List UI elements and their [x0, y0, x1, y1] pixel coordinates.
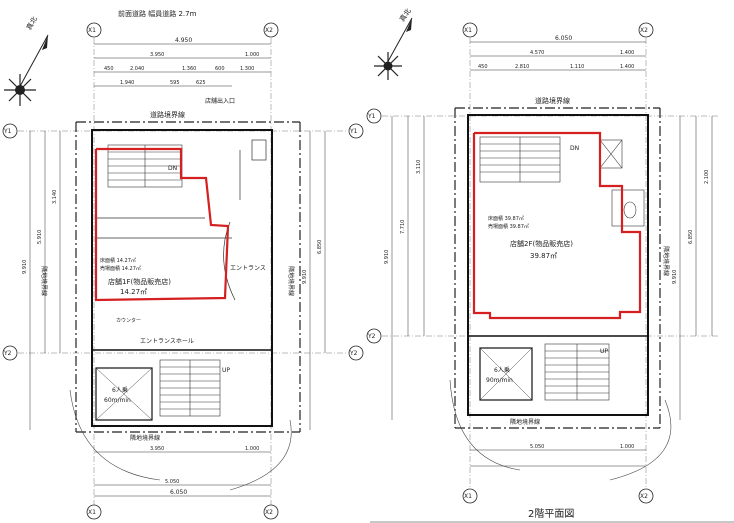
svg-text:5.910: 5.910 [37, 230, 43, 244]
grid-x1-bottom: X1 [88, 509, 96, 516]
svg-text:カウンター: カウンター [116, 317, 141, 324]
svg-text:2.040: 2.040 [130, 66, 144, 72]
svg-text:5.050: 5.050 [165, 479, 179, 485]
floor2-up-label: UP [600, 348, 608, 355]
grid2-x2-bottom: X2 [640, 493, 648, 500]
svg-text:床面積 14.27㎡: 床面積 14.27㎡ [100, 257, 136, 264]
svg-text:3.110: 3.110 [416, 160, 422, 174]
svg-text:7.710: 7.710 [400, 220, 406, 234]
floor1-top-sub-1: 3.950 [150, 52, 164, 58]
svg-text:売場面積 39.87㎡: 売場面積 39.87㎡ [488, 223, 529, 230]
svg-text:1.300: 1.300 [240, 66, 254, 72]
svg-text:1.400: 1.400 [620, 64, 634, 70]
svg-text:3.140: 3.140 [52, 190, 58, 204]
floor1-top-dim: 4.950 [175, 37, 192, 44]
svg-text:1.940: 1.940 [120, 80, 134, 86]
svg-text:625: 625 [196, 80, 206, 86]
floor1-neighbor-boundary: 隣地境界線 [130, 434, 160, 442]
svg-text:床面積 39.87㎡: 床面積 39.87㎡ [488, 215, 524, 222]
floor2-bottom-dim-1: 5.050 [530, 444, 544, 450]
grid-y2-right: Y2 [349, 350, 358, 357]
floor1-shop-outline [94, 147, 230, 302]
floor1-entrance-hall: エントランスホール [140, 338, 194, 345]
floor1-shop-label: 店舗1F(物品販売店) [108, 277, 171, 286]
floor1-shop-area: 14.27㎡ [120, 288, 147, 296]
north-compass-icon-2 [374, 17, 413, 80]
floor1-entrance-label: 店舗出入口 [205, 97, 235, 105]
svg-text:9.910: 9.910 [302, 270, 308, 284]
svg-text:595: 595 [170, 80, 180, 86]
grid-x2-top: X2 [265, 27, 273, 34]
svg-text:6.850: 6.850 [317, 240, 323, 254]
svg-text:450: 450 [104, 66, 114, 72]
floor2-shop-outline [472, 131, 642, 320]
floor2-top-dim: 6.050 [555, 35, 572, 42]
svg-text:2.810: 2.810 [515, 64, 529, 70]
svg-text:9.910: 9.910 [672, 270, 678, 284]
floor1-total-width: 6.050 [170, 489, 187, 496]
floor2-neighbor-boundary: 隣地境界線 [510, 418, 540, 426]
floor2-elevator-speed: 90m/min [486, 377, 513, 384]
floor2-top-sub-1: 4.570 [530, 50, 544, 56]
grid-y1-left: Y1 [3, 128, 12, 135]
floor2-bottom-dim-2: 1.000 [620, 444, 634, 450]
svg-text:6.850: 6.850 [688, 230, 694, 244]
svg-text:1.110: 1.110 [570, 64, 584, 70]
svg-text:9.910: 9.910 [384, 250, 390, 264]
floor1-dn-label: DN [168, 165, 177, 172]
floor2-plan-title: 2階平面図 [528, 508, 574, 520]
grid-y1-right: Y1 [349, 128, 358, 135]
floor2-elevator: 6人乗 90m/min [479, 347, 533, 401]
road-width-label: 前面道路 幅員道路 2.7m [118, 9, 197, 18]
floor2-road-boundary: 道路境界線 [535, 96, 570, 105]
floor2-plan: 真北 X1 X2 X1 X2 Y1 Y2 6.050 4.570 1.400 4… [366, 7, 734, 523]
grid2-x2-top: X2 [640, 27, 648, 34]
svg-text:売場面積 14.27㎡: 売場面積 14.27㎡ [100, 265, 141, 272]
floor1-bottom-dim-2: 1.000 [245, 446, 259, 452]
grid2-x1-top: X1 [464, 27, 472, 34]
floor2-shop-label: 店舗2F(物品販売店) [510, 239, 573, 248]
floor1-up-label: UP [222, 367, 230, 374]
floor1-top-sub-2: 1.000 [245, 52, 259, 58]
floor1-elevator-label: 6人乗 [112, 387, 128, 394]
floor2-top-sub-2: 1.400 [620, 50, 634, 56]
north-compass-icon [4, 34, 49, 106]
floor1-bottom-dim-1: 3.950 [150, 446, 164, 452]
grid2-x1-bottom: X1 [464, 493, 472, 500]
svg-text:2.100: 2.100 [704, 170, 710, 184]
grid2-y2-left: Y2 [367, 333, 376, 340]
grid-x1-top: X1 [88, 27, 96, 34]
grid-x2-bottom: X2 [265, 509, 273, 516]
entrance-label: エントランス [230, 265, 266, 272]
svg-text:隣地境界線: 隣地境界線 [287, 266, 295, 296]
floor1-elevator-speed: 60m/min [104, 397, 131, 404]
floor2-dn-label: DN [570, 145, 579, 152]
true-north-label: 真北 [24, 15, 39, 32]
floor1-plan: 前面道路 幅員道路 2.7m 真北 X1 X2 X1 X2 Y1 Y2 Y1 [2, 9, 364, 520]
svg-text:1.360: 1.360 [182, 66, 196, 72]
svg-text:隣地境界線: 隣地境界線 [40, 266, 48, 296]
grid2-y1-left: Y1 [367, 113, 376, 120]
floor2-elevator-label: 6人乗 [494, 367, 510, 374]
svg-text:600: 600 [215, 66, 225, 72]
grid-y2-left: Y2 [3, 350, 12, 357]
svg-text:隣地境界線: 隣地境界線 [662, 246, 670, 276]
svg-text:9.910: 9.910 [22, 260, 28, 274]
svg-text:450: 450 [478, 64, 488, 70]
floor1-road-boundary: 道路境界線 [150, 110, 185, 119]
floor2-shop-area: 39.87㎡ [530, 252, 557, 260]
floor1-elevator: 6人乗 60m/min [95, 367, 153, 421]
